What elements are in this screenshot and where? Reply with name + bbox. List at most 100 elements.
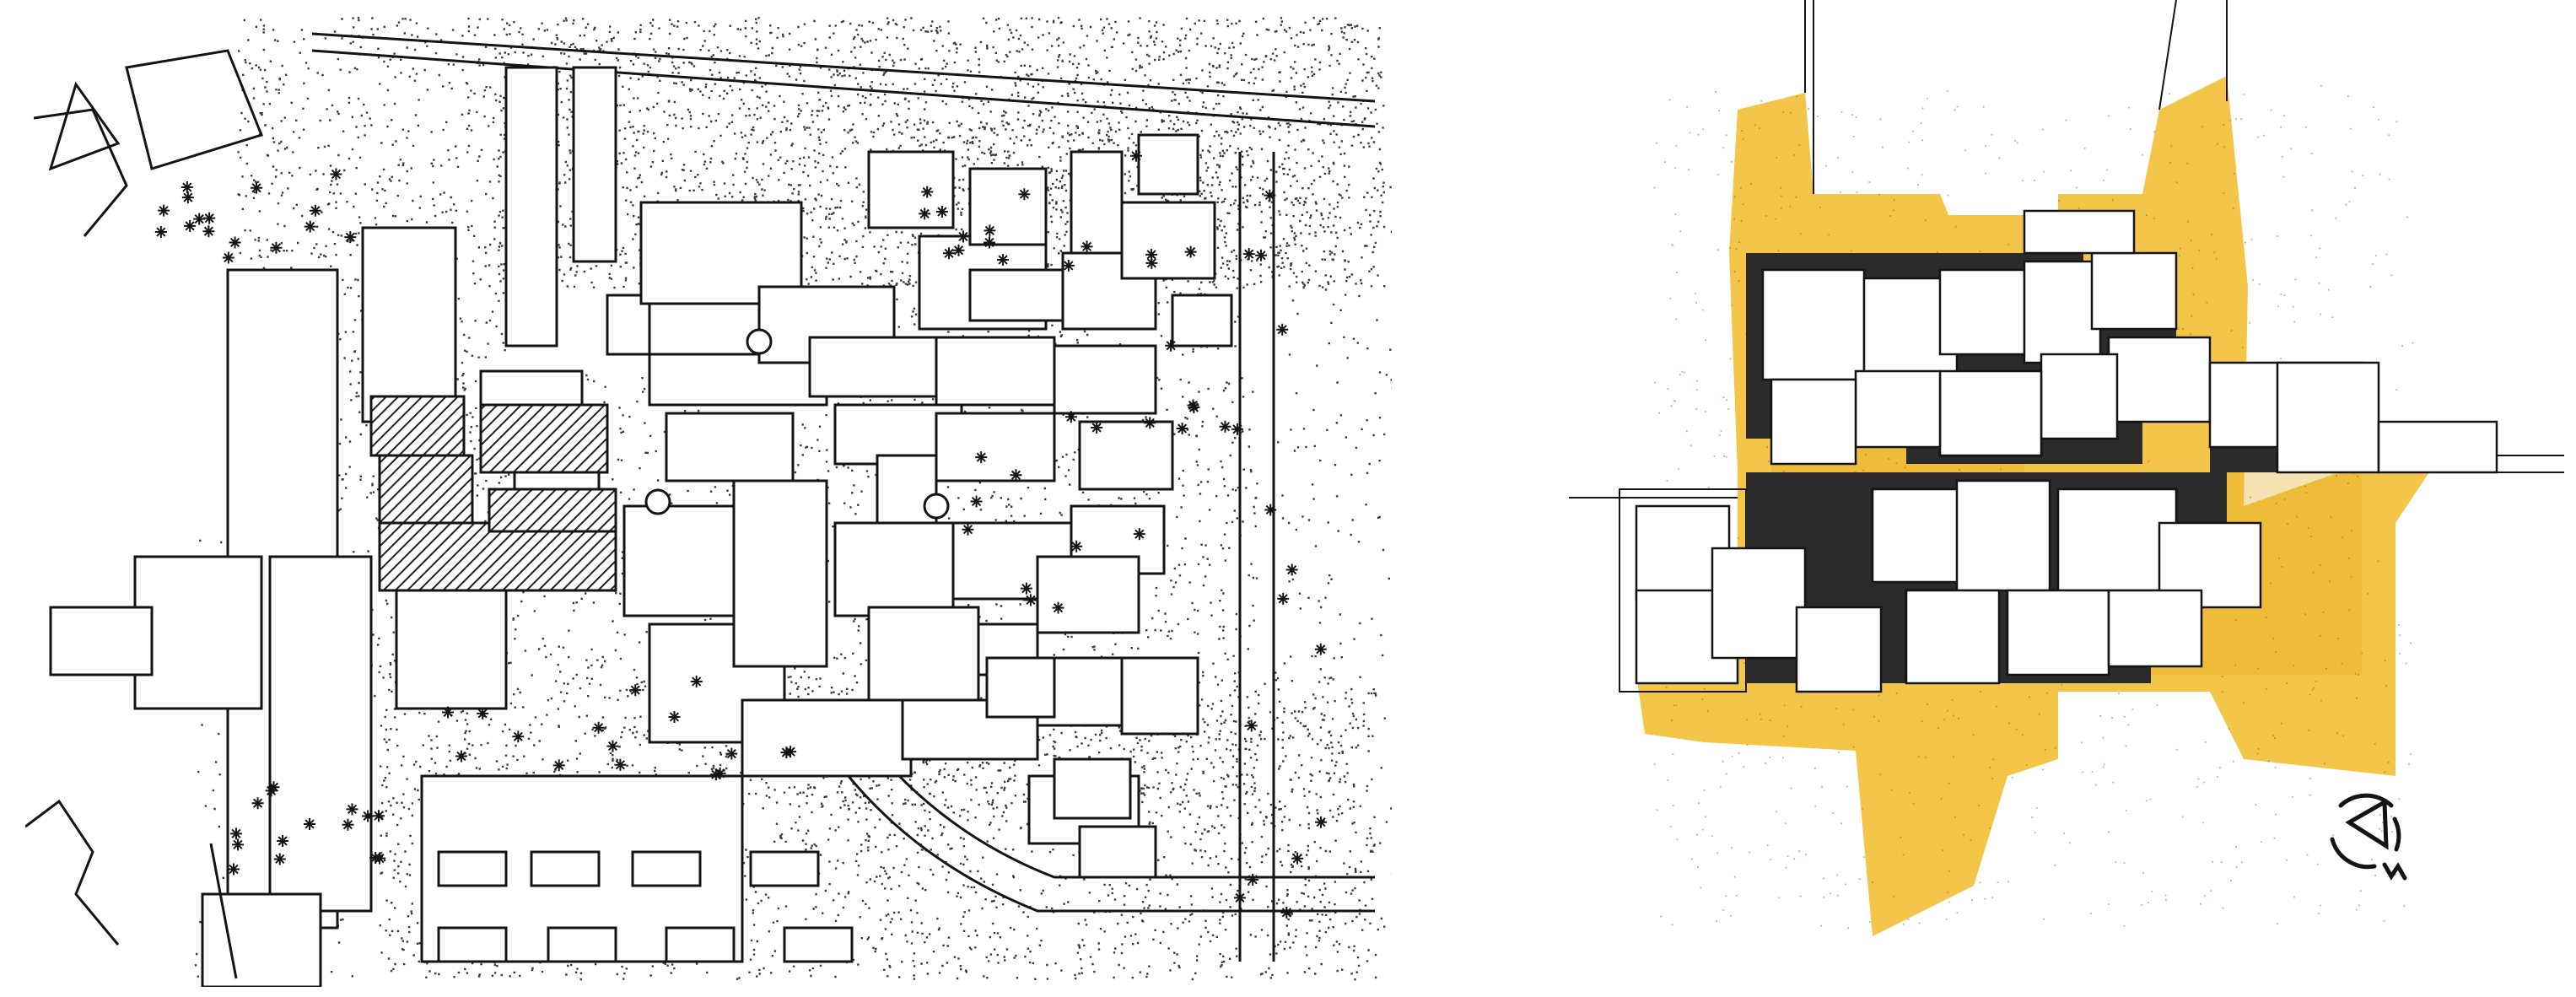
tree-symbol-55 [304, 220, 316, 233]
tree-symbol-44 [512, 730, 525, 743]
courtyard-block-14 [1871, 488, 1967, 584]
tree-symbol-74 [668, 710, 681, 723]
hatched-footprint-4 [378, 521, 617, 592]
tree-symbol-38 [606, 740, 619, 752]
tree-symbol-6 [227, 863, 240, 876]
tree-symbol-11 [1070, 540, 1083, 552]
building-footprint-34 [741, 698, 913, 778]
tree-symbol-43 [181, 191, 194, 204]
tree-symbol-85 [181, 181, 193, 194]
building-footprint-27 [1120, 201, 1216, 280]
tree-symbol-95 [1165, 339, 1178, 352]
tree-symbol-65 [1052, 601, 1064, 614]
courtyard-block-8 [1938, 369, 2043, 457]
tree-symbol-7 [309, 204, 321, 217]
building-footprint-45 [1070, 150, 1124, 255]
tree-symbol-88 [952, 244, 965, 256]
tree-symbol-16 [919, 207, 931, 220]
north-arrow-arc-right [2392, 816, 2401, 852]
outline-contour-1 [33, 108, 128, 237]
tree-symbol-1 [203, 212, 216, 224]
tree-symbol-79 [202, 225, 215, 238]
small-house-5 [437, 926, 508, 963]
building-footprint-5 [201, 892, 322, 987]
building-footprint-37 [985, 656, 1056, 719]
tree-symbol-58 [984, 224, 996, 237]
tree-symbol-49 [229, 236, 241, 249]
tree-symbol-21 [1314, 643, 1327, 655]
building-footprints [49, 66, 1233, 987]
courtyard-block-7 [2040, 353, 2119, 440]
tree-symbol-72 [267, 781, 280, 794]
tree-symbol-20 [690, 676, 703, 688]
small-house-1 [437, 850, 508, 887]
courtyard-plan-panel [1434, 0, 2576, 997]
tree-symbol-57 [1234, 892, 1247, 904]
tree-symbol-63 [1280, 906, 1293, 919]
building-footprint-10 [606, 294, 651, 356]
tree-symbol-33 [1242, 248, 1255, 261]
building-footprint-6 [361, 226, 457, 423]
courtyard-blocks [1635, 209, 2498, 693]
building-footprint-40 [867, 606, 980, 702]
building-footprint-25 [1078, 420, 1174, 491]
tree-symbol-69 [1247, 873, 1259, 886]
building-footprint-50 [1078, 825, 1157, 879]
building-footprint-29 [833, 521, 955, 617]
building-footprint-3 [49, 606, 154, 676]
tree-symbol-13 [251, 181, 263, 194]
road-edge-top-2 [311, 49, 1376, 128]
tree-symbol-37 [184, 219, 197, 232]
tree-symbol-84 [362, 810, 375, 822]
tree-symbol-87 [1285, 563, 1298, 576]
tree-symbol-18 [277, 834, 289, 847]
courtyard-block-1 [1761, 268, 1866, 381]
tree-symbol-39 [1315, 816, 1328, 828]
courtyard-block-18 [1905, 589, 2001, 685]
hatched-footprint-1 [369, 395, 466, 457]
tree-symbol-81 [1276, 323, 1289, 336]
tree-symbol-4 [1184, 245, 1197, 258]
small-house-4 [749, 850, 820, 887]
tree-symbol-47 [1091, 422, 1103, 434]
building-footprint-46 [1137, 133, 1199, 196]
building-footprint-9 [572, 66, 617, 263]
small-house-3 [631, 850, 702, 887]
building-footprint-24 [1053, 344, 1157, 415]
courtyard-block-6 [2107, 336, 2212, 423]
building-footprint-41 [1120, 656, 1199, 736]
building-footprint-28 [1171, 294, 1233, 348]
tree-symbol-89 [1144, 417, 1156, 429]
outline-contour-3 [48, 81, 121, 171]
tree-symbol-59 [975, 451, 988, 464]
tree-symbols [154, 149, 1328, 919]
tree-symbol-71 [1176, 423, 1188, 435]
outline-contour-2 [125, 49, 263, 170]
courtyard-block-15 [1955, 479, 2051, 592]
courtyard-block-20 [2107, 589, 2203, 668]
left-outline-contours [25, 49, 263, 979]
tree-symbol-40 [1018, 188, 1031, 201]
tree-symbol-77 [970, 495, 983, 508]
tree-symbol-67 [222, 251, 234, 264]
courtyard-block-23 [1711, 547, 1807, 660]
building-footprint-7 [395, 572, 508, 710]
tree-symbol-34 [943, 247, 956, 260]
tree-symbol-76 [921, 186, 934, 198]
circle-marker-1 [746, 328, 773, 355]
tree-symbol-35 [1064, 411, 1077, 423]
building-footprint-44 [968, 167, 1048, 246]
hatched-footprint-2 [479, 403, 609, 474]
tree-symbol-19 [344, 231, 357, 244]
tree-symbol-42 [304, 817, 316, 830]
courtyard-block-5 [2090, 251, 2178, 331]
tree-symbol-68 [592, 721, 605, 734]
tree-symbol-15 [1231, 423, 1243, 435]
tree-symbol-27 [1264, 504, 1277, 516]
tree-symbol-53 [1133, 528, 1145, 541]
tree-symbol-61 [193, 213, 206, 225]
tree-symbol-46 [997, 254, 1010, 267]
tree-symbol-28 [1145, 248, 1158, 261]
circle-marker-3 [923, 493, 950, 520]
tree-symbol-56 [442, 706, 455, 719]
